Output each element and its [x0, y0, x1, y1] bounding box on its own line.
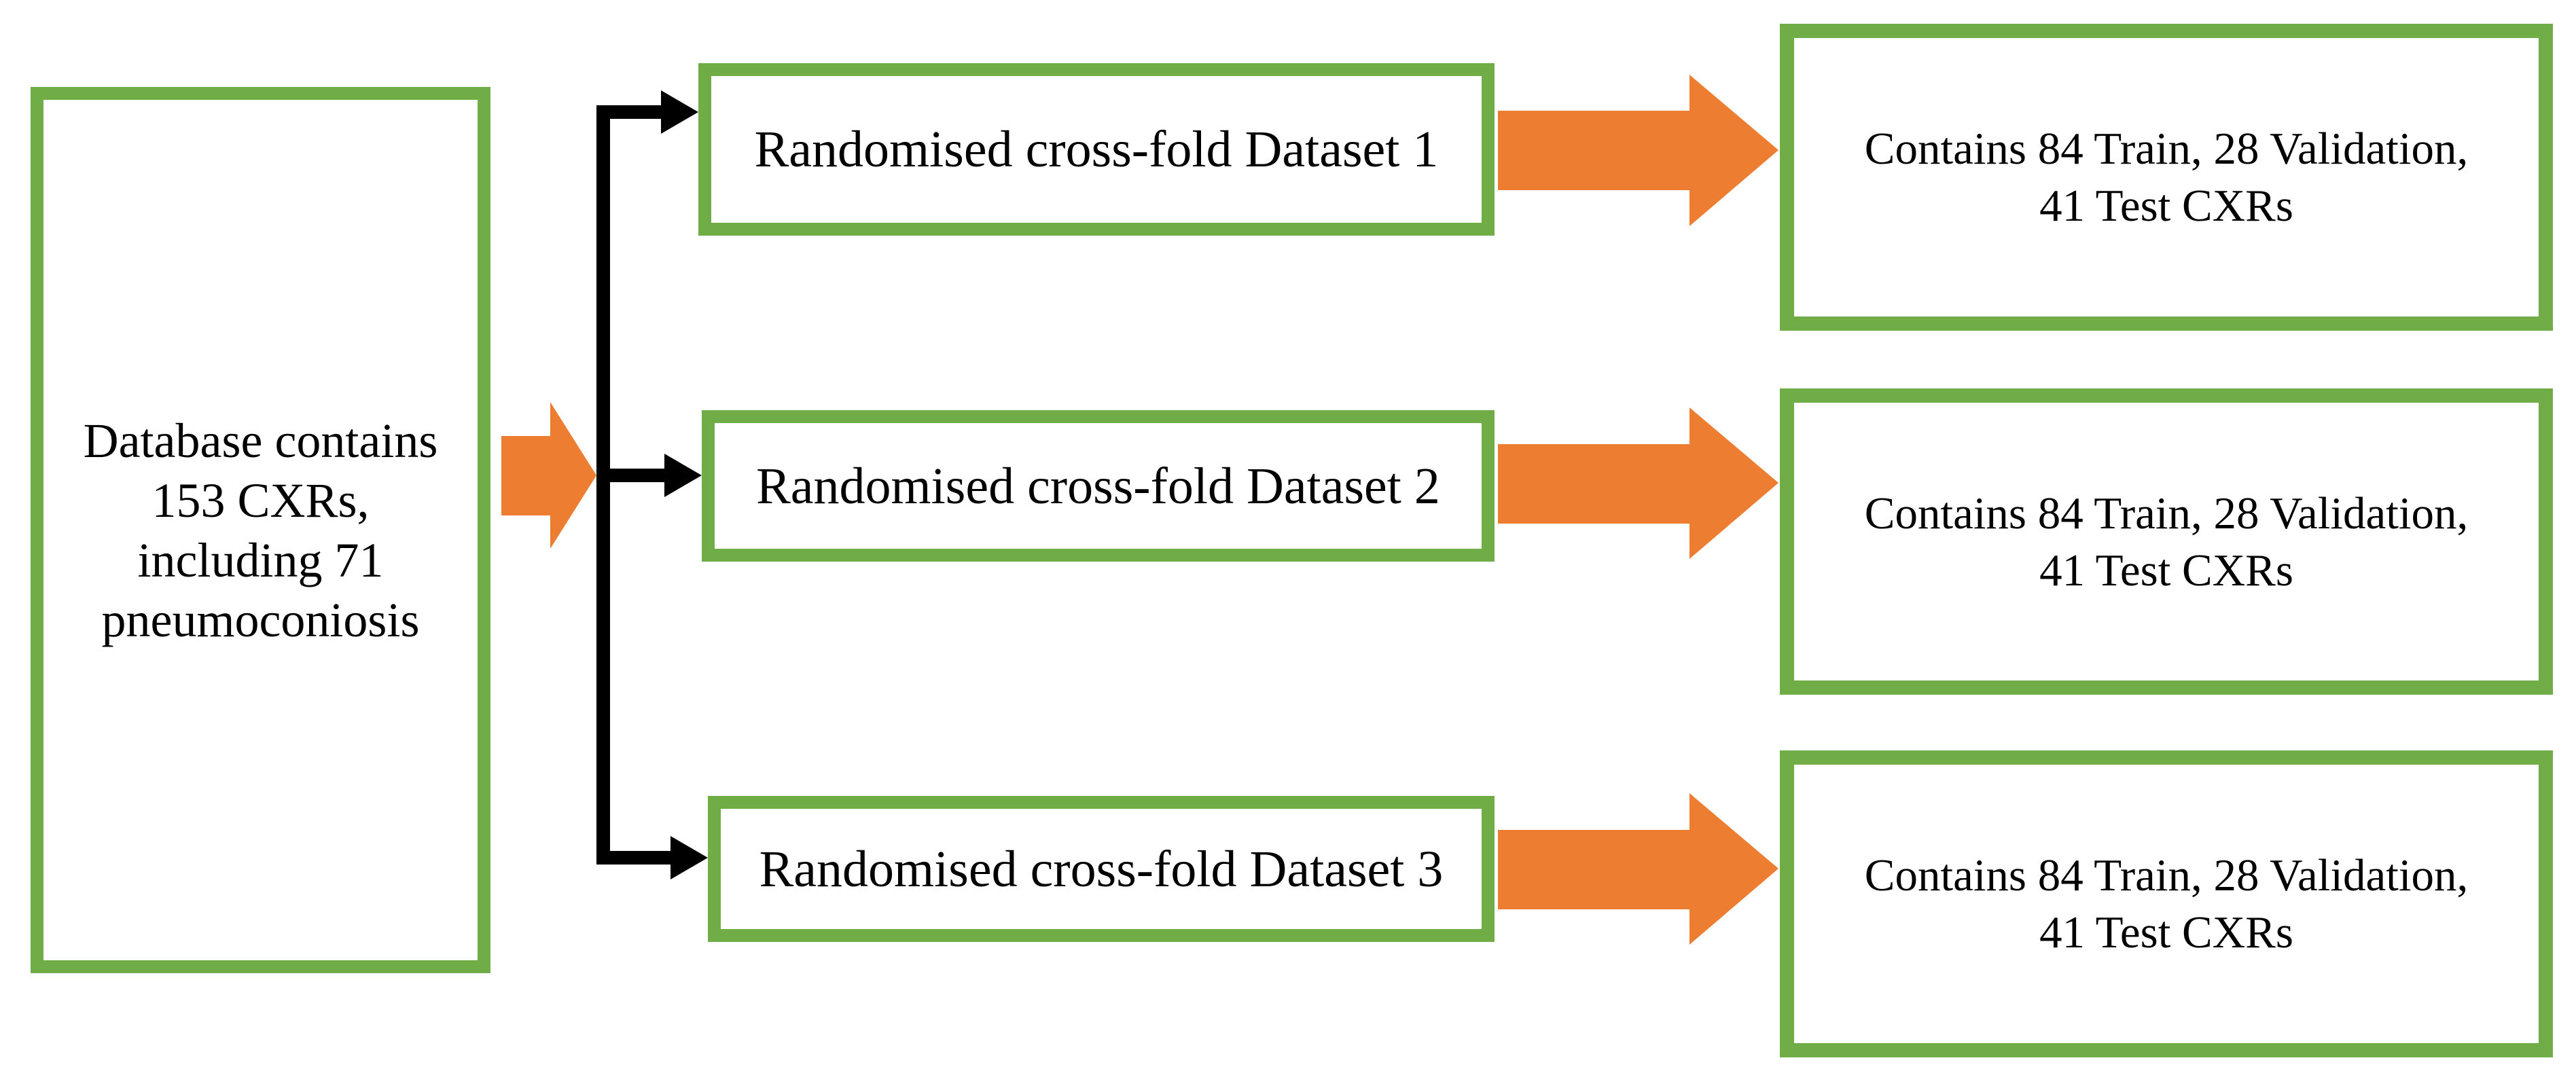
arrow-dataset-3-tail: [1498, 830, 1689, 909]
database-box-line4: pneumoconiosis: [101, 592, 420, 647]
contents-box-2-text: Contains 84 Train, 28 Validation, 41 Tes…: [1865, 485, 2468, 599]
dataset-box-2: Randomised cross-fold Dataset 2: [702, 410, 1495, 562]
database-box-line3: including 71: [137, 532, 384, 587]
database-box-line1: Database contains: [83, 413, 438, 468]
arrow-database-to-branches-head: [550, 402, 596, 549]
contents-box-1-text: Contains 84 Train, 28 Validation, 41 Tes…: [1865, 120, 2468, 234]
dataset-box-3-label: Randomised cross-fold Dataset 3: [759, 840, 1444, 898]
contents-box-1-line2: 41 Test CXRs: [2039, 181, 2293, 231]
dataset-box-3: Randomised cross-fold Dataset 3: [708, 796, 1495, 942]
branch-arrowhead-dataset-2: [664, 454, 702, 497]
arrow-database-to-branches-tail: [501, 436, 550, 515]
dataset-box-1-label: Randomised cross-fold Dataset 1: [754, 121, 1439, 178]
arrow-dataset-2-tail: [1498, 444, 1689, 524]
contents-box-2-line2: 41 Test CXRs: [2039, 545, 2293, 596]
contents-box-1-line1: Contains 84 Train, 28 Validation,: [1864, 124, 2469, 174]
contents-box-1: Contains 84 Train, 28 Validation, 41 Tes…: [1780, 24, 2553, 331]
contents-box-3: Contains 84 Train, 28 Validation, 41 Tes…: [1780, 750, 2553, 1057]
database-box-text: Database contains 153 CXRs, including 71…: [84, 411, 438, 650]
branch-line-dataset-1: [596, 105, 661, 119]
branch-line-dataset-2: [596, 469, 664, 482]
database-box-line2: 153 CXRs,: [151, 473, 370, 528]
contents-box-3-text: Contains 84 Train, 28 Validation, 41 Tes…: [1865, 847, 2468, 961]
branch-connector-vertical-line: [596, 105, 610, 865]
branch-line-dataset-3: [596, 851, 670, 865]
arrow-dataset-2-head: [1689, 407, 1778, 559]
contents-box-3-line1: Contains 84 Train, 28 Validation,: [1864, 850, 2469, 901]
arrow-dataset-1-tail: [1498, 111, 1689, 190]
arrow-dataset-3-head: [1689, 793, 1778, 945]
contents-box-2: Contains 84 Train, 28 Validation, 41 Tes…: [1780, 388, 2553, 695]
branch-arrowhead-dataset-3: [670, 836, 708, 879]
database-box: Database contains 153 CXRs, including 71…: [31, 87, 490, 973]
dataset-box-2-label: Randomised cross-fold Dataset 2: [756, 457, 1440, 515]
dataset-box-1: Randomised cross-fold Dataset 1: [698, 63, 1495, 236]
branch-arrowhead-dataset-1: [661, 90, 698, 134]
contents-box-3-line2: 41 Test CXRs: [2039, 907, 2293, 958]
arrow-dataset-1-head: [1689, 75, 1778, 226]
contents-box-2-line1: Contains 84 Train, 28 Validation,: [1864, 488, 2469, 539]
